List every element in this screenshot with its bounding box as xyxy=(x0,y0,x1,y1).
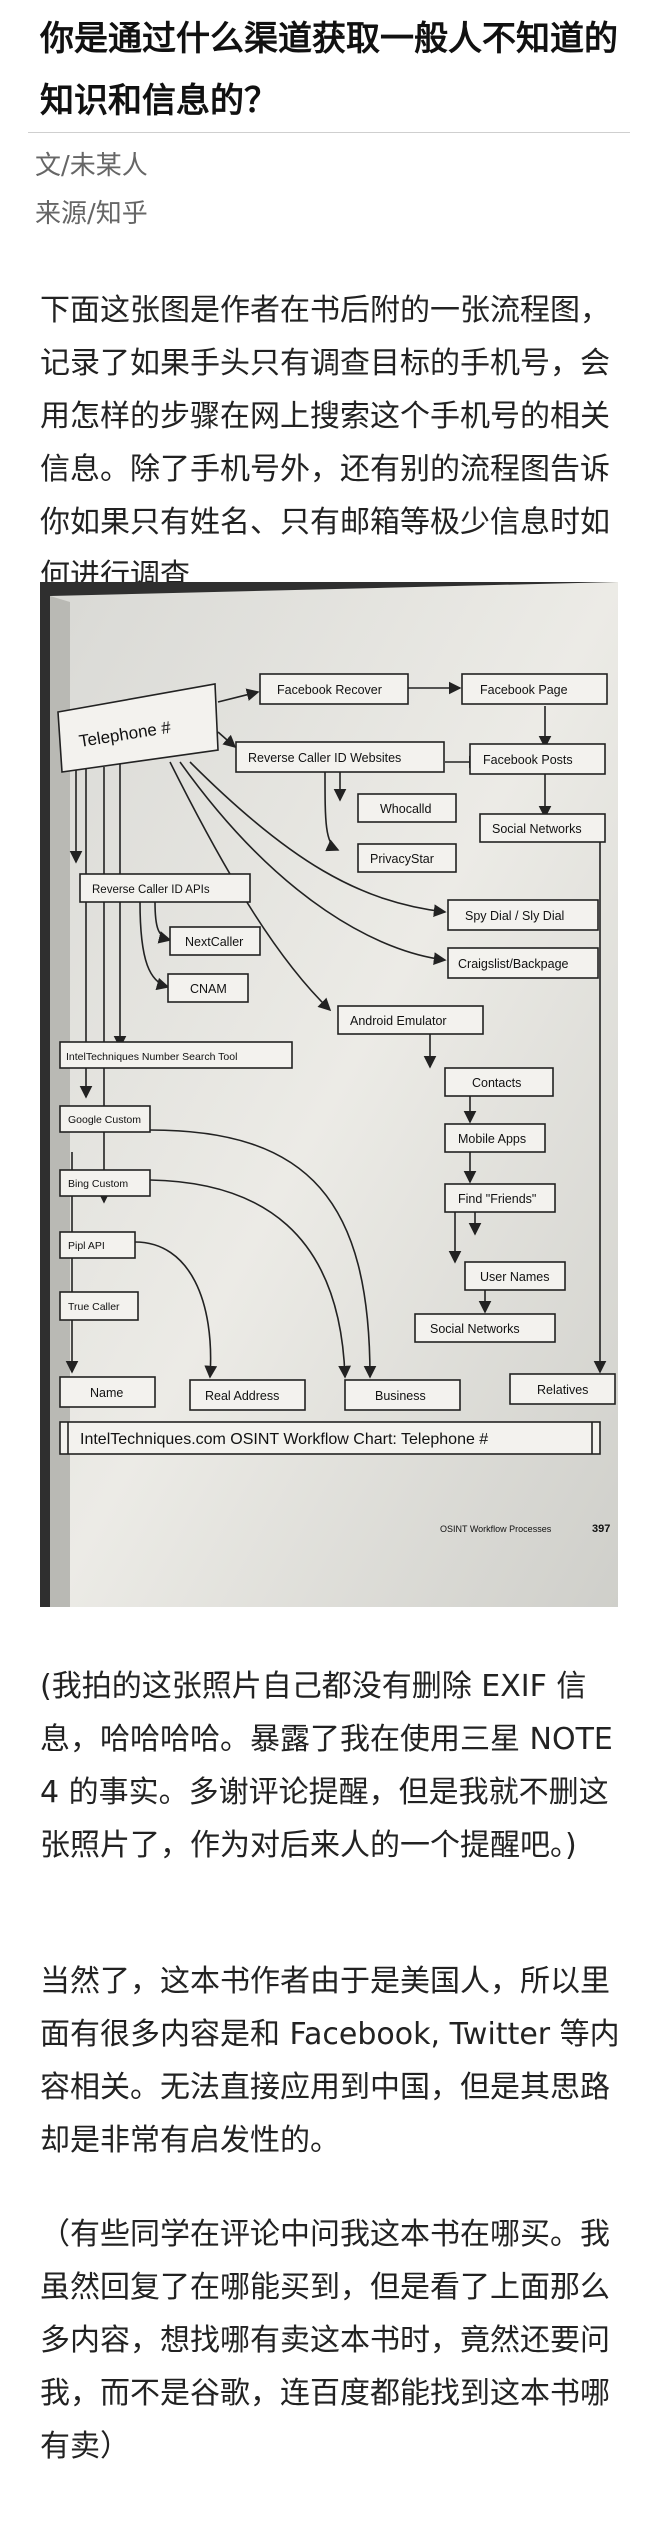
node-mobile-apps xyxy=(444,1123,546,1153)
page-gutter-shadow xyxy=(50,596,70,1607)
text-name: Name xyxy=(90,1386,123,1400)
node-nextcaller xyxy=(169,926,261,956)
text-privacystar: PrivacyStar xyxy=(370,852,434,866)
text-mobile-apps: Mobile Apps xyxy=(458,1132,526,1146)
node-bing-custom xyxy=(59,1169,151,1197)
text-pipl-api: Pipl API xyxy=(68,1240,105,1252)
node-cnam xyxy=(167,973,249,1003)
text-facebook-page: Facebook Page xyxy=(480,683,568,697)
node-google-custom xyxy=(59,1105,151,1133)
article-title: 你是通过什么渠道获取一般人不知道的知识和信息的？ xyxy=(40,19,618,121)
node-find-friends xyxy=(444,1183,556,1213)
text-page-caption: OSINT Workflow Processes xyxy=(440,1524,552,1534)
text-craigslist: Craigslist/Backpage xyxy=(458,957,569,971)
flowchart-photo: Telephone # Facebook Recover Facebook Pa… xyxy=(40,582,618,1607)
text-relatives: Relatives xyxy=(537,1383,588,1397)
node-facebook-page xyxy=(461,673,608,705)
node-social-networks-bottom xyxy=(414,1313,556,1343)
text-inteltech-search: IntelTechniques Number Search Tool xyxy=(66,1051,237,1063)
intro-paragraph: 下面这张图是作者在书后附的一张流程图，记录了如果手头只有调查目标的手机号，会用怎… xyxy=(40,293,610,593)
text-google-custom: Google Custom xyxy=(68,1114,141,1126)
buy-paragraph: （有些同学在评论中问我这本书在哪买。我虽然回复了在哪能买到，但是看了上面那么多内… xyxy=(40,2217,610,2464)
node-user-names xyxy=(464,1261,566,1291)
title-divider xyxy=(28,132,630,133)
node-reverse-caller-sites xyxy=(235,741,445,773)
book-page xyxy=(50,582,618,1607)
text-contacts: Contacts xyxy=(472,1076,521,1090)
text-social-networks-bottom: Social Networks xyxy=(430,1322,520,1336)
node-real-address xyxy=(189,1379,306,1411)
node-contacts xyxy=(444,1067,554,1097)
text-reverse-caller-apis: Reverse Caller ID APIs xyxy=(92,884,210,896)
usa-paragraph: 当然了，这本书作者由于是美国人，所以里面有很多内容是和 Facebook, Tw… xyxy=(40,1964,620,2158)
node-spy-dial xyxy=(447,899,599,931)
node-reverse-caller-apis xyxy=(79,873,251,903)
node-facebook-posts xyxy=(469,743,606,775)
text-real-address: Real Address xyxy=(205,1389,279,1403)
text-business: Business xyxy=(375,1389,426,1403)
node-business xyxy=(344,1379,461,1411)
source-line: 来源/知乎 xyxy=(35,199,148,229)
node-craigslist xyxy=(447,947,599,979)
text-page-number: 397 xyxy=(592,1523,610,1535)
node-facebook-recover xyxy=(259,673,409,705)
node-name xyxy=(59,1376,156,1408)
node-true-caller xyxy=(59,1291,139,1321)
node-whocalld xyxy=(357,793,457,823)
node-privacystar xyxy=(357,843,457,873)
text-whocalld: Whocalld xyxy=(380,802,431,816)
text-reverse-caller-sites: Reverse Caller ID Websites xyxy=(248,751,401,765)
text-spy-dial: Spy Dial / Sly Dial xyxy=(465,909,564,923)
author-line: 文/未某人 xyxy=(35,151,148,181)
node-android-emulator xyxy=(337,1005,484,1035)
text-cnam: CNAM xyxy=(190,982,227,996)
text-social-networks-top: Social Networks xyxy=(492,822,582,836)
node-inteltech-search xyxy=(59,1041,293,1069)
text-nextcaller: NextCaller xyxy=(185,935,243,949)
text-footer-title: IntelTechniques.com OSINT Workflow Chart… xyxy=(80,1431,488,1448)
text-bing-custom: Bing Custom xyxy=(68,1178,128,1190)
exif-paragraph: (我拍的这张照片自己都没有删除 EXIF 信息，哈哈哈哈。暴露了我在使用三星 N… xyxy=(40,1669,613,1863)
text-true-caller: True Caller xyxy=(68,1301,120,1313)
footer-banner xyxy=(59,1421,601,1455)
text-android-emulator: Android Emulator xyxy=(350,1014,447,1028)
node-pipl-api xyxy=(59,1231,136,1259)
text-user-names: User Names xyxy=(480,1270,549,1284)
telephone-node xyxy=(57,683,219,773)
node-relatives xyxy=(509,1373,616,1405)
node-social-networks-top xyxy=(479,813,606,843)
text-facebook-recover: Facebook Recover xyxy=(277,683,382,697)
text-find-friends: Find "Friends" xyxy=(458,1192,536,1206)
text-facebook-posts: Facebook Posts xyxy=(483,753,573,767)
